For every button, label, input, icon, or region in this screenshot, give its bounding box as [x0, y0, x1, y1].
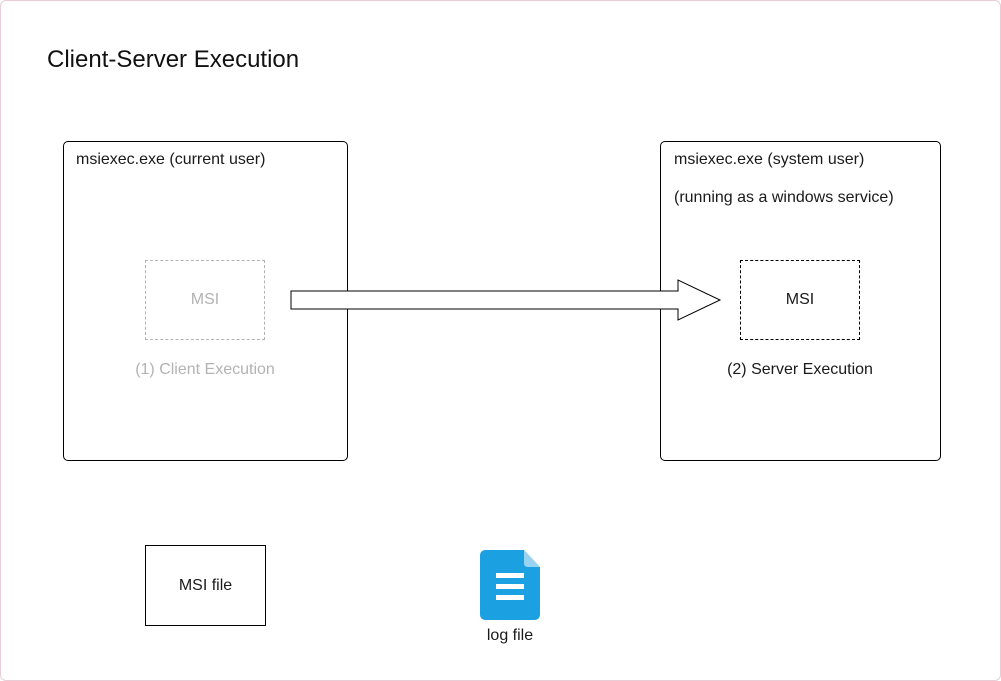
client-msi-box: MSI [145, 260, 265, 340]
document-icon [480, 550, 540, 620]
diagram-title: Client-Server Execution [47, 46, 300, 73]
client-execution-label: (1) Client Execution [135, 361, 275, 378]
server-service-note: (running as a windows service) [674, 189, 894, 206]
log-file-label: log file [486, 627, 534, 644]
server-process-label: msiexec.exe (system user) [674, 151, 865, 168]
client-process-label: msiexec.exe (current user) [76, 151, 266, 168]
server-execution-label: (2) Server Execution [727, 361, 873, 378]
server-msi-box: MSI [740, 260, 860, 340]
msi-file-box: MSI file [145, 545, 266, 626]
